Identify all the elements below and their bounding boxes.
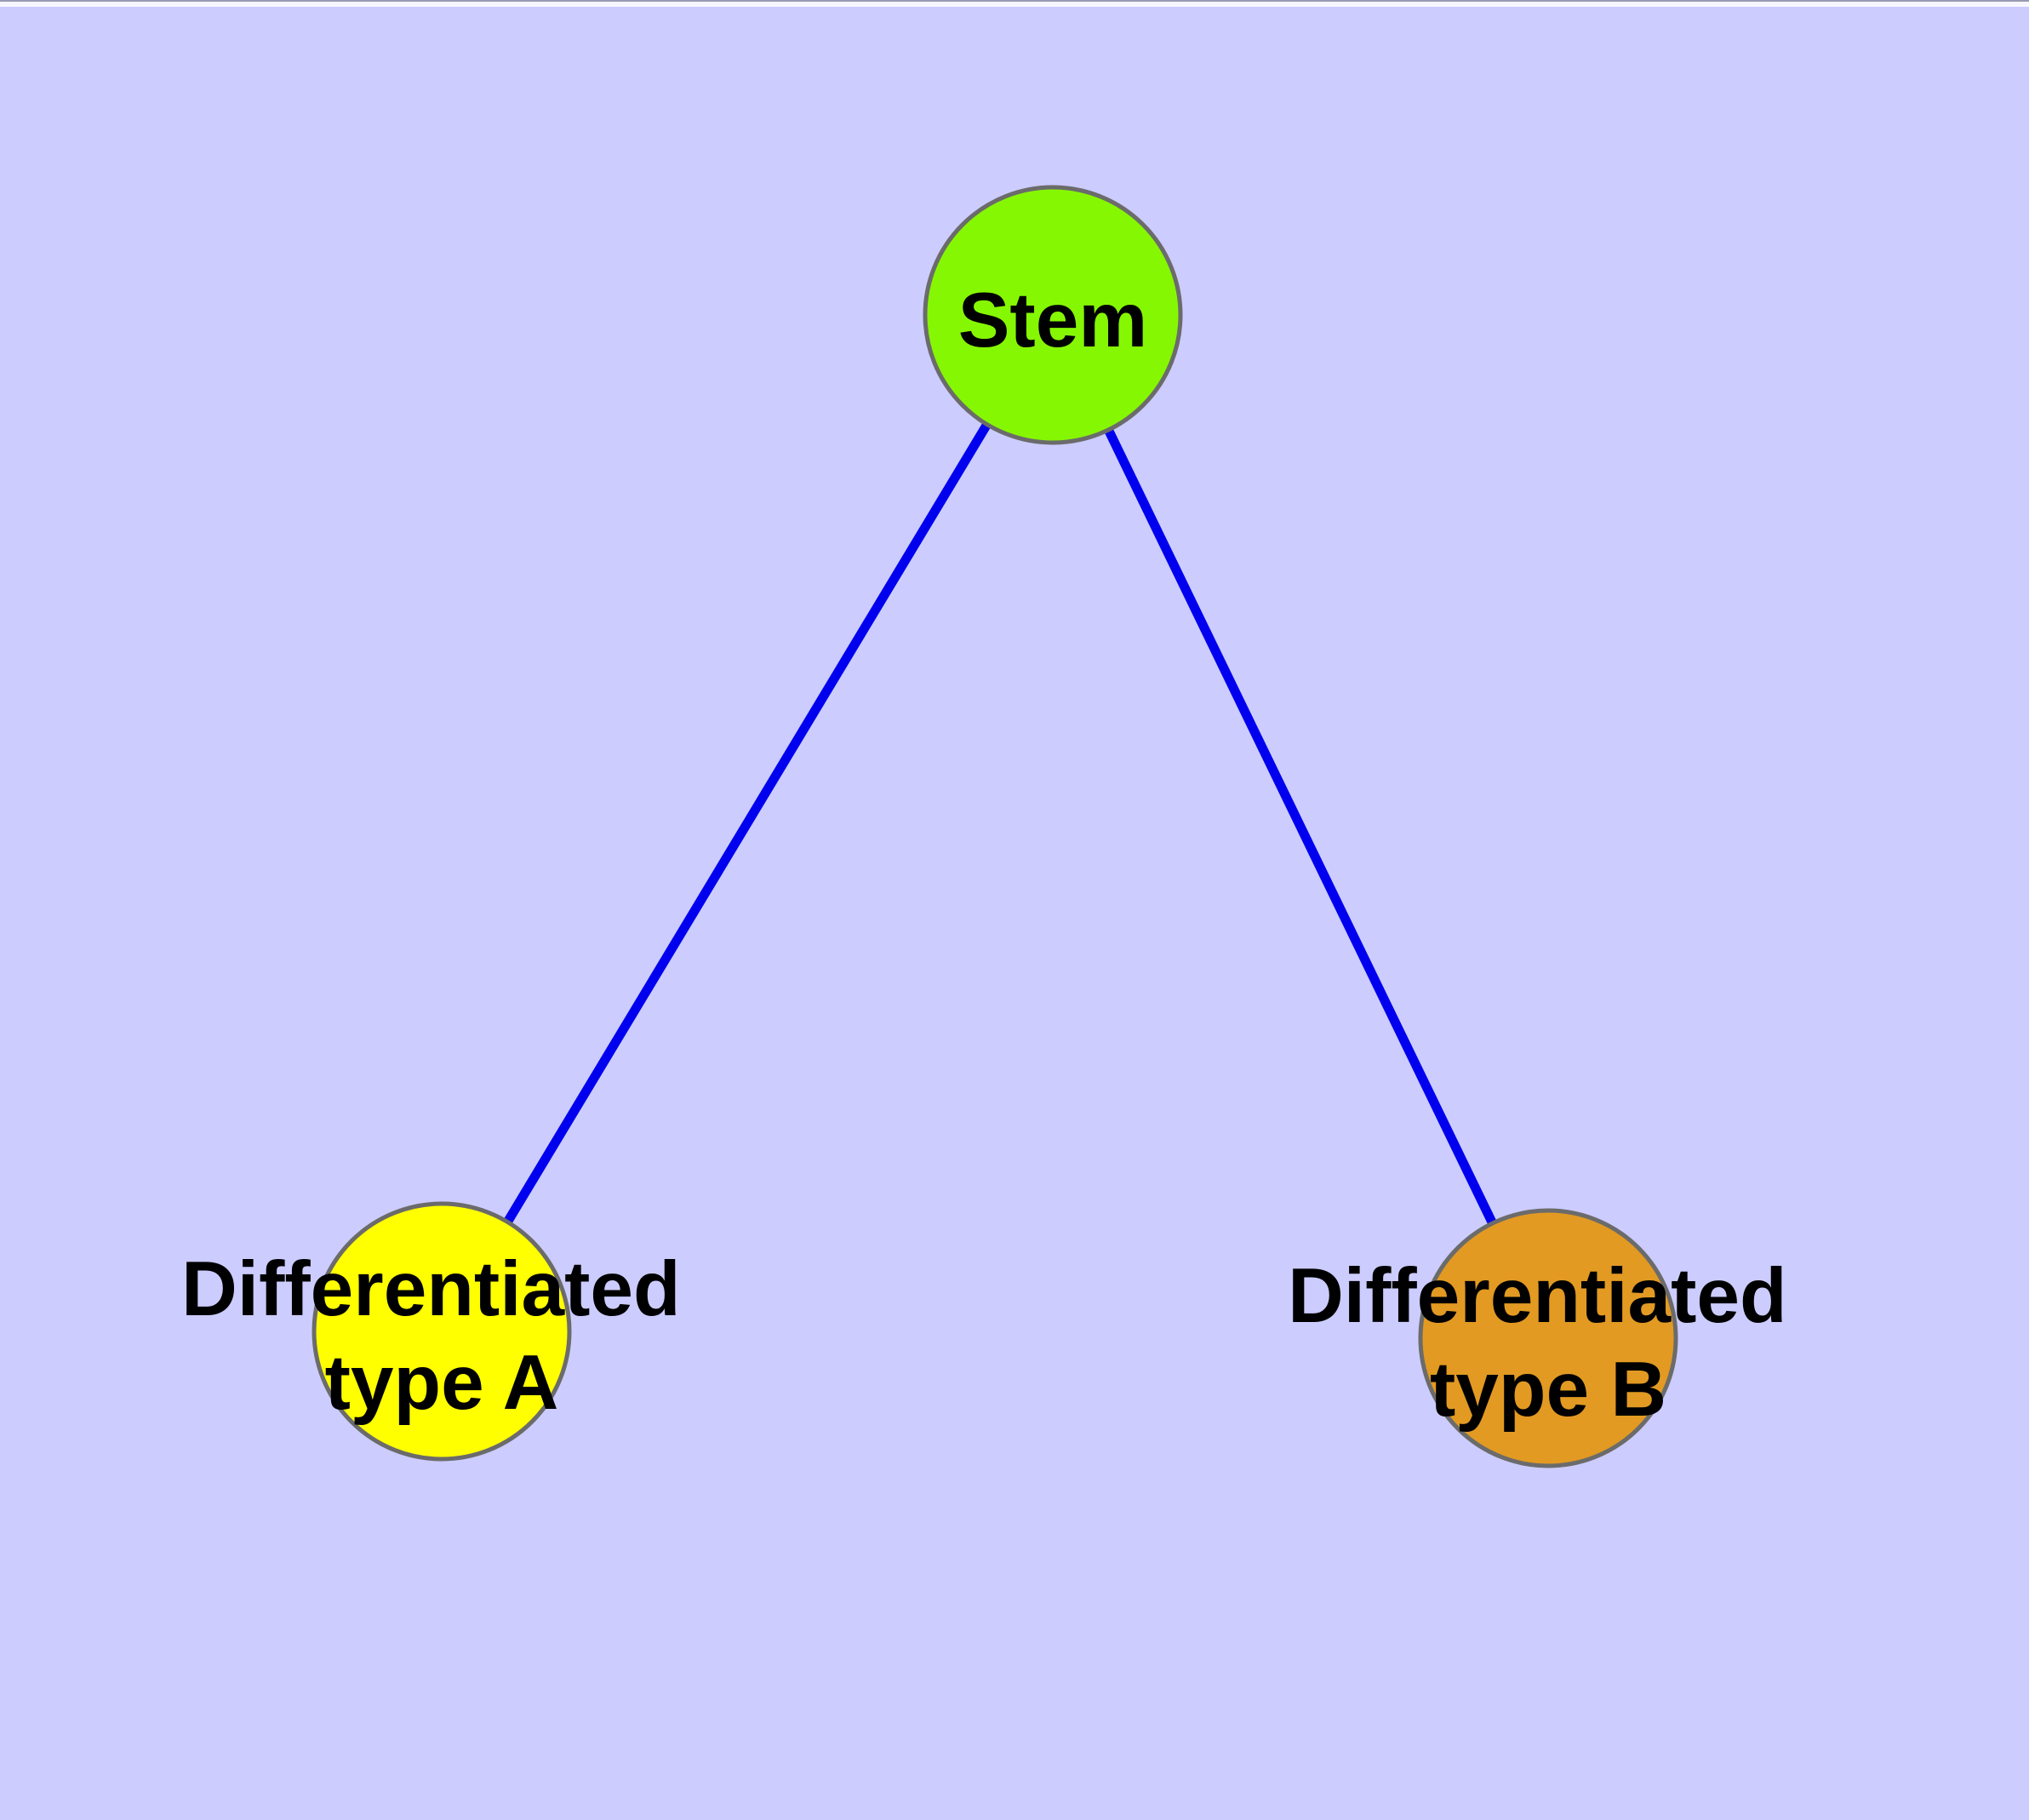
node-stem-label-line1: Stem [958,278,1148,363]
node-typeA-label: Differentiated type A [181,1246,702,1426]
node-typeB-label-line2: type B [1430,1347,1666,1433]
node-typeA-label-line1: Differentiated [181,1246,681,1332]
top-hairline [0,0,2029,2]
node-typeB-label: Differentiated type B [1288,1253,1809,1433]
top-strip [0,0,2029,7]
node-typeA-circle [311,1201,572,1462]
node-typeB-circle [1418,1208,1678,1468]
node-stem-label: Stem [958,278,1148,363]
node-typeA-label-line2: type A [325,1340,559,1426]
edge-stem-to-typeB [1049,312,1552,1341]
node-stem-circle [923,185,1183,445]
node-typeB-label-line1: Differentiated [1288,1253,1787,1339]
edge-stem-to-typeA [437,312,1057,1334]
